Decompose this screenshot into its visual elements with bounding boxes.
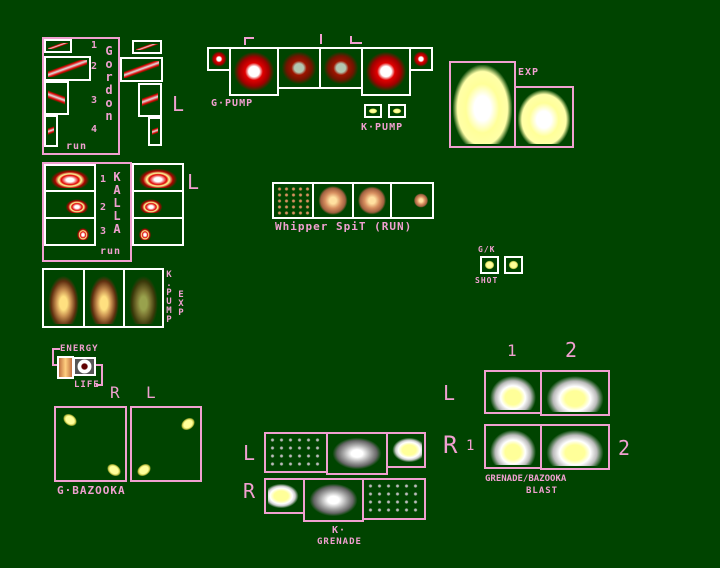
gordon-frame-4 xyxy=(44,115,58,147)
gordon-direction-label: L xyxy=(172,92,186,116)
blast-frame-r2 xyxy=(540,424,610,470)
grenade-dir-r: R xyxy=(243,479,257,503)
blast-label: GRENADE/BAZOOKA xyxy=(485,474,567,484)
blast-col-2: 2 xyxy=(565,338,579,362)
blast-frame-l2 xyxy=(540,370,610,416)
bracket xyxy=(52,348,60,366)
gordon-frame-num: 4 xyxy=(91,124,99,135)
bazooka-shot xyxy=(134,460,154,480)
kpump-exp-label: K.PUMP xyxy=(164,270,174,324)
blast-frame-r1 xyxy=(484,424,542,469)
whipper-frame-1 xyxy=(272,182,314,219)
grenade-label: GRENADE xyxy=(317,537,362,547)
kpump-frame-1 xyxy=(364,104,382,118)
blast-row-l: L xyxy=(443,381,457,405)
marker xyxy=(244,37,254,45)
life-label: LIFE xyxy=(74,380,100,390)
kalla-title: KALLA xyxy=(110,170,124,235)
blast-row-r-num: 1 xyxy=(466,438,476,454)
gordon-title: Gordon xyxy=(102,44,116,122)
blast-row-r-num2: 2 xyxy=(618,436,632,460)
kalla-frame-num: 3 xyxy=(100,226,108,237)
gordon-frame-num: 1 xyxy=(91,40,99,51)
gpump-label: G·PUMP xyxy=(211,98,254,109)
kpump-exp-frame-2 xyxy=(83,268,125,328)
whipper-frame-2 xyxy=(312,182,354,219)
shot-frame-2 xyxy=(504,256,523,274)
energy-icon xyxy=(57,356,74,379)
gpump-frame-2 xyxy=(229,47,279,96)
shot-label-bottom: SHOT xyxy=(475,276,499,285)
kalla-frame-3 xyxy=(44,217,96,246)
gordon-frame-2 xyxy=(44,56,91,81)
kalla-direction-label: L xyxy=(187,170,201,194)
blast-row-r: R xyxy=(443,431,459,459)
kalla-frame-l3 xyxy=(132,217,184,246)
grenade-dir-l: L xyxy=(243,441,257,465)
blast-frame-l1 xyxy=(484,370,542,414)
blast-label: BLAST xyxy=(526,486,559,496)
kpump-frame-2 xyxy=(388,104,406,118)
gpump-frame-5 xyxy=(361,47,411,96)
life-icon xyxy=(73,357,96,376)
marker xyxy=(350,36,362,44)
shot-label-top: G/K xyxy=(478,245,496,254)
grenade-frame-l1 xyxy=(264,432,328,473)
kalla-frame-1 xyxy=(44,164,96,192)
bazooka-frame-l xyxy=(130,406,202,482)
shot-frame-1 xyxy=(480,256,499,274)
grenade-frame-r3 xyxy=(362,478,426,520)
kalla-sheet xyxy=(42,162,132,262)
kpump-label: K·PUMP xyxy=(361,122,404,133)
gordon-frame-l1 xyxy=(132,40,162,54)
gpump-frame-3 xyxy=(277,47,321,89)
blast-col-1: 1 xyxy=(507,341,518,360)
exp-frame-2 xyxy=(514,86,574,148)
kalla-run-label: run xyxy=(100,246,122,257)
gpump-frame-6 xyxy=(409,47,433,71)
grenade-frame-r2 xyxy=(303,478,364,522)
bazooka-frame-r xyxy=(54,406,127,482)
kalla-frame-num: 1 xyxy=(100,174,108,185)
grenade-frame-l2 xyxy=(326,432,388,475)
gordon-frame-num: 3 xyxy=(91,95,99,106)
bazooka-direction-r: R xyxy=(110,383,121,402)
exp-label: EXP xyxy=(518,67,540,78)
gpump-frame-1 xyxy=(207,47,231,71)
whipper-label: Whipper SpiT (RUN) xyxy=(275,220,413,233)
kpump-exp-label: EXP xyxy=(176,290,186,317)
gordon-frame-l2 xyxy=(120,57,163,82)
gordon-frame-l3 xyxy=(138,83,162,117)
kalla-frame-num: 2 xyxy=(100,202,108,213)
gordon-frame-l4 xyxy=(148,117,162,146)
kpump-exp-frame-3 xyxy=(123,268,164,328)
gordon-frame-3 xyxy=(44,81,69,115)
kalla-frame-2 xyxy=(44,190,96,219)
grenade-label: K· xyxy=(332,525,347,536)
whipper-frame-4 xyxy=(390,182,434,219)
gpump-frame-4 xyxy=(319,47,363,89)
kalla-frame-l1 xyxy=(132,163,184,192)
grenade-frame-r1 xyxy=(264,478,305,514)
whipper-frame-3 xyxy=(352,182,392,219)
gordon-run-label: run xyxy=(66,141,88,152)
exp-frame-1 xyxy=(449,61,516,148)
bazooka-direction-l: L xyxy=(146,383,157,402)
bracket xyxy=(96,364,103,386)
marker xyxy=(320,34,322,44)
bazooka-shot xyxy=(60,410,80,430)
kpump-exp-frame-1 xyxy=(42,268,85,328)
grenade-frame-l3 xyxy=(386,432,426,468)
bazooka-label: G·BAZOOKA xyxy=(57,484,126,497)
kalla-frame-l2 xyxy=(132,190,184,219)
energy-label: ENERGY xyxy=(60,344,99,354)
bazooka-shot xyxy=(104,460,124,480)
gordon-frame-num: 2 xyxy=(91,61,99,72)
gordon-frame-1 xyxy=(44,39,72,53)
gordon-sheet xyxy=(42,37,120,155)
bazooka-shot xyxy=(178,414,198,434)
